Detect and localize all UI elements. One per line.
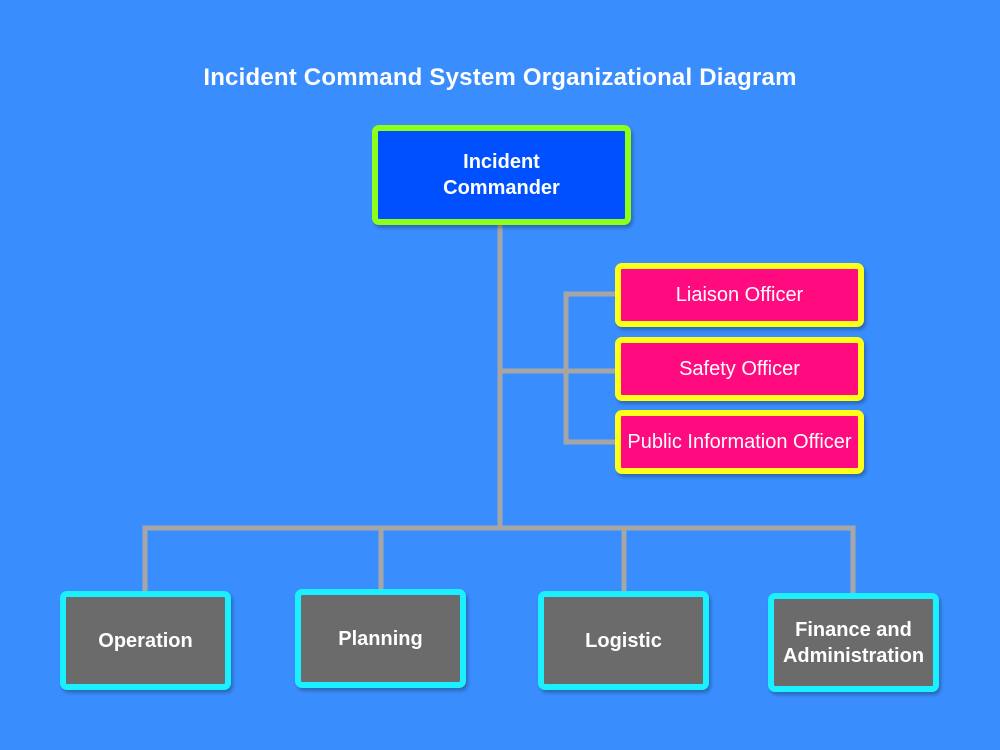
incident-commander-label: Incident Commander (443, 151, 560, 199)
liaison-officer-box[interactable]: Liaison Officer (615, 263, 864, 327)
safety-officer-box[interactable]: Safety Officer (615, 337, 864, 401)
finance-administration-box[interactable]: Finance and Administration (768, 593, 939, 692)
operation-label: Operation (98, 629, 193, 652)
liaison-officer-label: Liaison Officer (675, 283, 804, 306)
logistic-label: Logistic (585, 629, 662, 652)
planning-label: Planning (338, 627, 423, 650)
safety-officer-label: Safety Officer (679, 357, 800, 380)
operation-box[interactable]: Operation (60, 591, 231, 690)
planning-box[interactable]: Planning (295, 589, 466, 688)
finance-administration-label: Finance and Administration (782, 618, 925, 667)
public-information-officer-box[interactable]: Public Information Officer (615, 410, 864, 474)
logistic-box[interactable]: Logistic (538, 591, 709, 690)
incident-commander-box[interactable]: Incident Commander (372, 125, 631, 225)
diagram-title: Incident Command System Organizational D… (203, 64, 797, 91)
public-information-officer-label: Public Information Officer (627, 430, 852, 453)
